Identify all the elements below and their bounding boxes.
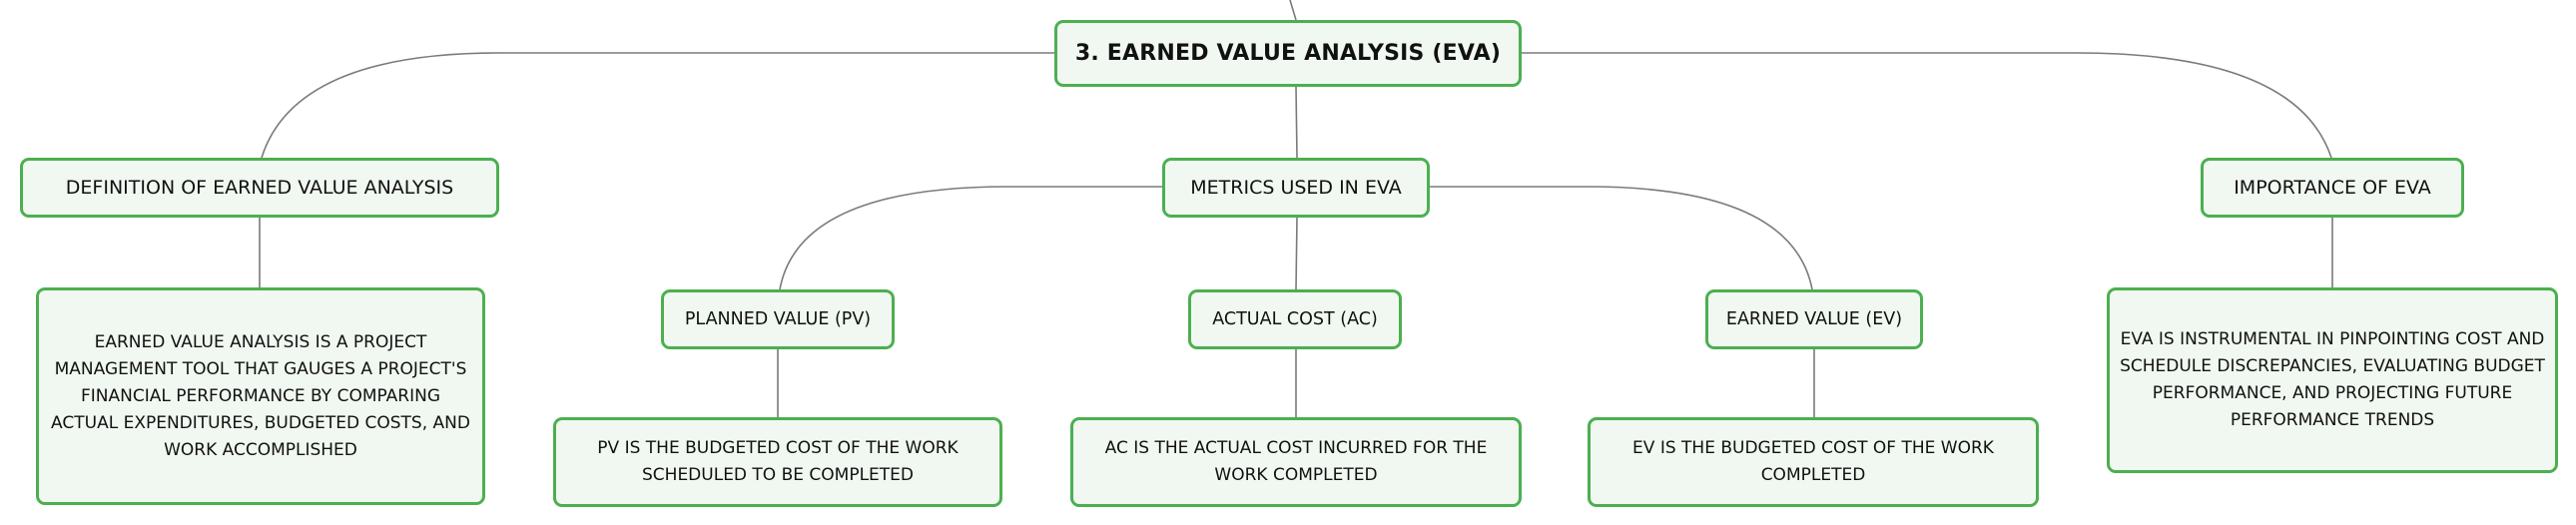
ac-description[interactable]: AC IS THE ACTUAL COST INCURRED FOR THE W…: [1070, 417, 1522, 507]
pv-description[interactable]: PV IS THE BUDGETED COST OF THE WORK SCHE…: [553, 417, 1002, 507]
importance-description[interactable]: EVA IS INSTRUMENTAL IN PINPOINTING COST …: [2107, 287, 2558, 473]
branch-node-importance[interactable]: IMPORTANCE OF EVA: [2201, 158, 2464, 218]
metric-node-ac[interactable]: ACTUAL COST (AC): [1188, 289, 1402, 349]
connector-root-to-definition: [261, 52, 1054, 159]
connector-metrics-to-pv: [779, 186, 1162, 290]
connector-root-to-importance: [1522, 52, 2332, 159]
root-node[interactable]: 3. EARNED VALUE ANALYSIS (EVA): [1054, 20, 1522, 87]
connector-metrics-to-ac: [1295, 217, 1298, 290]
ev-description[interactable]: EV IS THE BUDGETED COST OF THE WORK COMP…: [1588, 417, 2039, 507]
connector-from-parent: [1289, 0, 1297, 21]
branch-node-metrics[interactable]: METRICS USED IN EVA: [1162, 158, 1430, 218]
connector-metrics-to-ev: [1430, 186, 1813, 290]
branch-node-definition[interactable]: DEFINITION OF EARNED VALUE ANALYSIS: [20, 158, 499, 218]
connector-root-to-metrics: [1295, 86, 1298, 159]
metric-node-ev[interactable]: EARNED VALUE (EV): [1705, 289, 1923, 349]
definition-description[interactable]: EARNED VALUE ANALYSIS IS A PROJECT MANAG…: [36, 287, 485, 505]
metric-node-pv[interactable]: PLANNED VALUE (PV): [661, 289, 895, 349]
